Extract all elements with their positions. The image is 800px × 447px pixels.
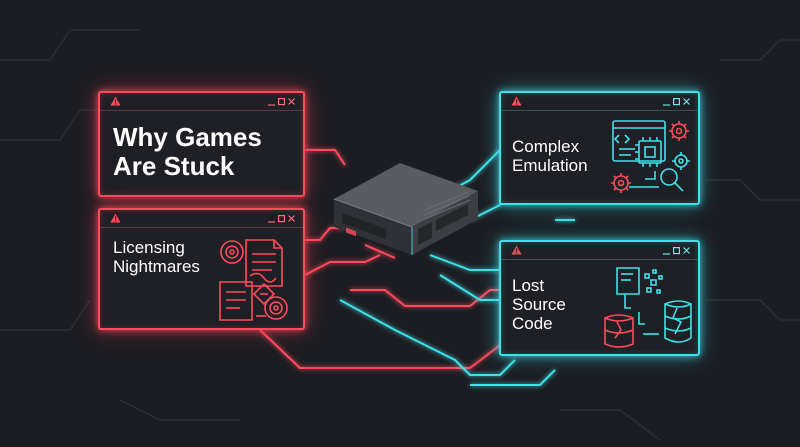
minimize-icon[interactable] [268,97,275,106]
maximize-icon[interactable] [278,214,285,223]
panel-title-source-code: Lost Source Code [512,276,566,334]
minimize-icon[interactable] [663,246,670,255]
window-licensing: Licensing Nightmares [98,208,305,330]
corrupted-database-icon [604,267,692,348]
maximize-icon[interactable] [673,246,680,255]
close-icon[interactable] [288,97,295,106]
minimize-icon[interactable] [663,97,670,106]
maximize-icon[interactable] [278,97,285,106]
titlebar [501,93,698,111]
window-complex-emulation: Complex Emulation [499,91,700,205]
emulation-chip-gears-icon [611,120,690,193]
titlebar [100,93,303,111]
close-icon[interactable] [288,214,295,223]
titlebar [501,242,698,260]
panel-title-why-games: Why Games Are Stuck [113,122,262,182]
nes-console-illustration [333,163,478,255]
minimize-icon[interactable] [268,214,275,223]
close-icon[interactable] [683,246,690,255]
close-icon[interactable] [683,97,690,106]
maximize-icon[interactable] [673,97,680,106]
warning-triangle-icon [511,96,522,106]
cyan-traces [339,149,575,386]
titlebar [100,210,303,228]
window-why-games: Why Games Are Stuck [98,91,305,197]
panel-title-emulation: Complex Emulation [512,137,588,176]
panel-title-licensing: Licensing Nightmares [113,238,200,277]
dim-traces [0,29,800,441]
warning-triangle-icon [511,245,522,255]
window-lost-source-code: Lost Source Code [499,240,700,356]
warning-triangle-icon [110,96,121,106]
warning-triangle-icon [110,213,121,223]
legal-documents-icon [219,239,288,321]
